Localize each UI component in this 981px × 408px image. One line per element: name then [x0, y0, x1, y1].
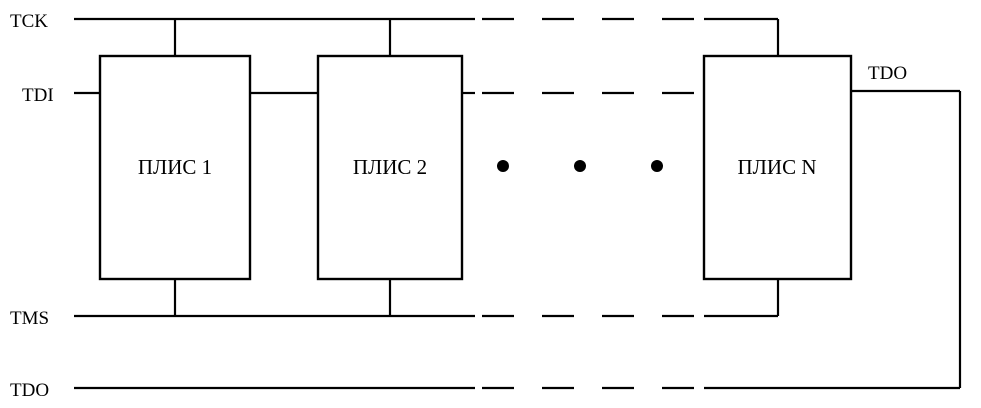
chip-2-label: ПЛИС 2 — [353, 155, 427, 179]
chip-n-label: ПЛИС N — [738, 155, 817, 179]
tms-label: TMS — [10, 308, 49, 329]
tck-label: TCK — [10, 11, 48, 32]
tdo-return-label: TDO — [10, 380, 49, 401]
ellipsis-dot — [574, 160, 586, 172]
tms-bus — [74, 279, 780, 318]
tdo-output-label: TDO — [868, 63, 907, 84]
chip-1-label: ПЛИС 1 — [138, 155, 212, 179]
tdi-label: TDI — [22, 85, 54, 106]
ellipsis-dot — [497, 160, 509, 172]
tck-bus — [74, 17, 780, 56]
chip-n: ПЛИС N — [702, 54, 853, 281]
chip-2: ПЛИС 2 — [316, 54, 464, 281]
ellipsis-dots — [497, 160, 663, 172]
tdo-return-path — [74, 89, 962, 390]
ellipsis-dot — [651, 160, 663, 172]
chip-1: ПЛИС 1 — [98, 54, 252, 281]
